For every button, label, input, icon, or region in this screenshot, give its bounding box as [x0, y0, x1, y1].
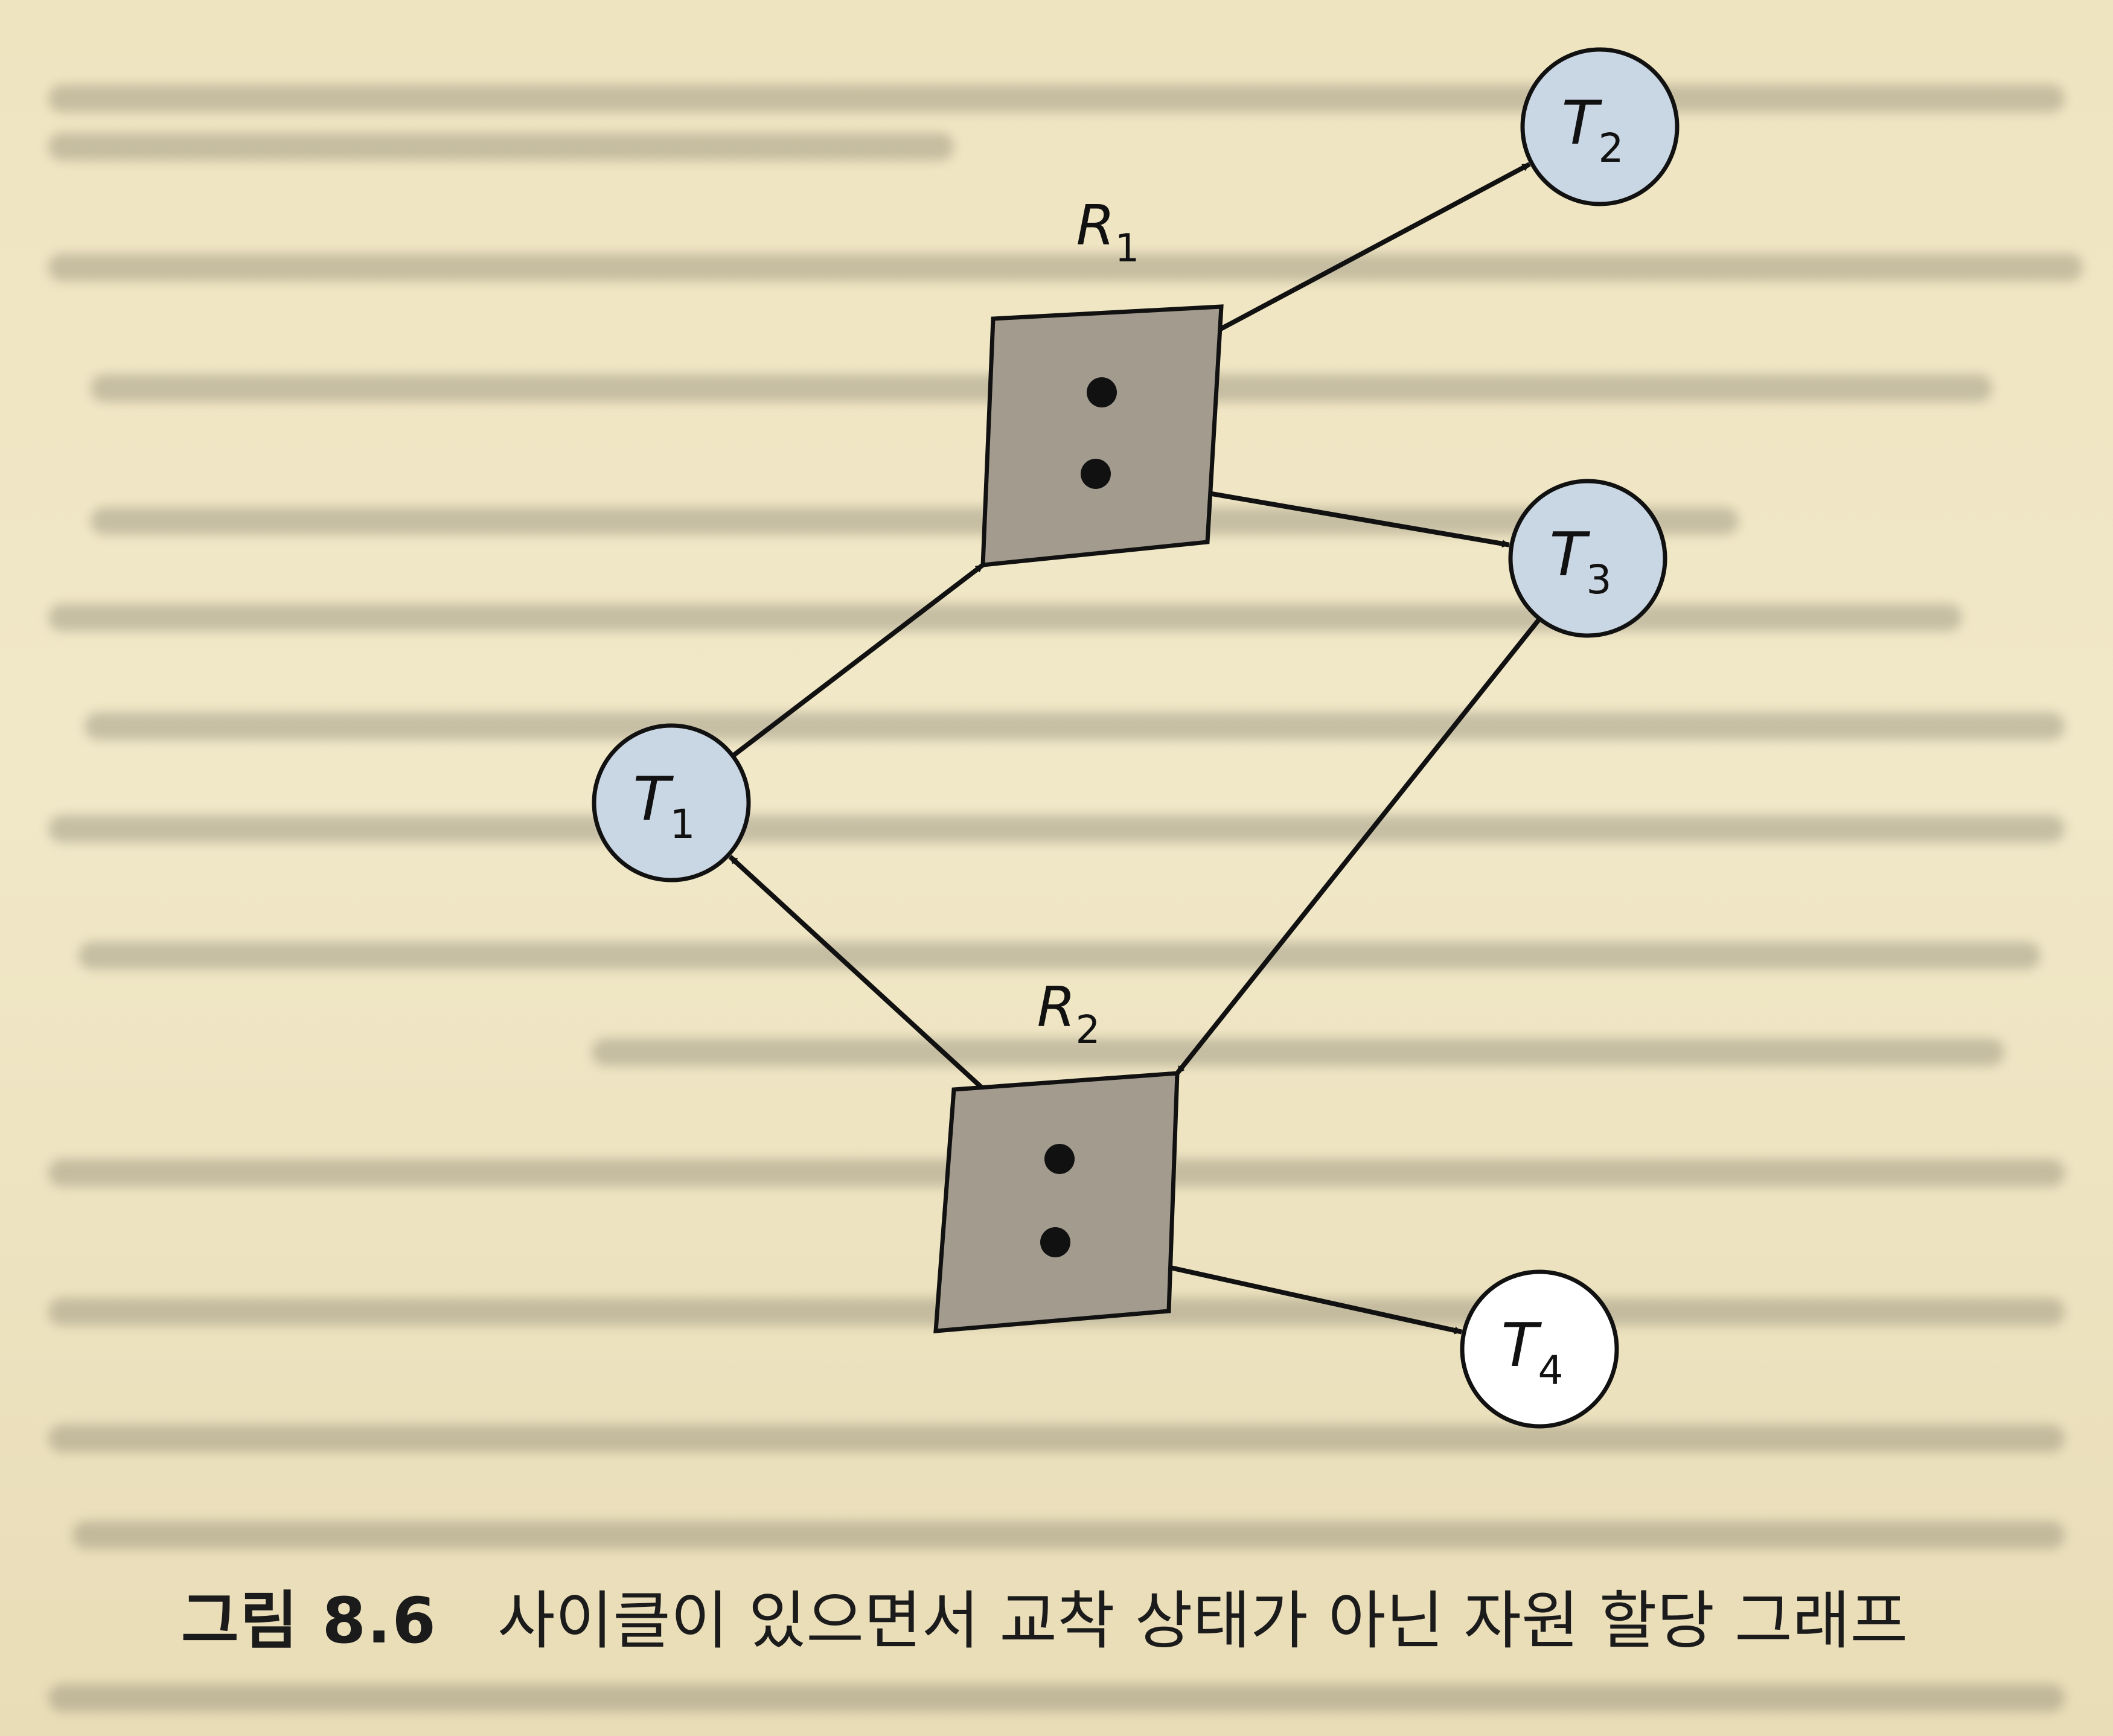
figure-caption-text: 사이클이 있으면서 교착 상태가 아닌 자원 할당 그래프 [497, 1583, 1908, 1658]
bleed-line [48, 254, 2083, 281]
resource-box [933, 1071, 1180, 1333]
bleed-line [72, 1521, 2065, 1549]
resource-r1: R1 [980, 193, 1224, 567]
thread-label-subscript: 2 [1599, 125, 1624, 171]
thread-label-subscript: 1 [670, 801, 695, 847]
resource-label-subscript: 2 [1076, 1008, 1101, 1053]
thread-label: T2 [1561, 88, 1623, 171]
bleed-line [48, 1684, 2065, 1712]
thread-node [1508, 479, 1667, 638]
thread-node [592, 723, 751, 882]
resource-label-name: R [1076, 193, 1115, 258]
thread-label: T3 [1549, 519, 1611, 603]
request-edge-2 [731, 563, 985, 758]
resource-instance-dot [1081, 459, 1111, 489]
thread-label-name: T [1501, 1310, 1542, 1380]
thread-t4: T4 [1460, 1269, 1619, 1429]
resource-label-subscript: 1 [1115, 226, 1140, 271]
bleed-line [48, 85, 2065, 112]
thread-t3: T3 [1508, 479, 1667, 638]
request-edge-3 [1175, 617, 1542, 1075]
thread-node [1520, 47, 1680, 206]
thread-label: T4 [1501, 1310, 1563, 1394]
thread-node [1460, 1269, 1619, 1429]
resource-instance-dot [1044, 1144, 1075, 1174]
resource-label: R2 [1037, 975, 1101, 1053]
bleed-line [48, 815, 2065, 843]
resource-label-name: R [1037, 975, 1076, 1039]
figure-caption: 그림 8.6 사이클이 있으면서 교착 상태가 아닌 자원 할당 그래프 [181, 1569, 2053, 1660]
thread-label-subscript: 4 [1538, 1347, 1564, 1394]
resource-r2: R2 [933, 975, 1180, 1333]
thread-label: T1 [633, 764, 695, 847]
bleed-line [48, 133, 954, 161]
figure-label: 그림 8.6 [181, 1583, 437, 1658]
thread-t1: T1 [592, 723, 751, 882]
thread-label-name: T [1561, 88, 1602, 158]
bleed-line [78, 942, 2041, 969]
resource-label: R1 [1076, 193, 1140, 271]
bleed-line [48, 1425, 2065, 1452]
resource-instance-dot [1087, 377, 1117, 407]
bleed-line [592, 1038, 2004, 1066]
thread-label-subscript: 3 [1587, 557, 1612, 603]
thread-t2: T2 [1520, 47, 1680, 206]
resource-instance-dot [1040, 1227, 1070, 1257]
thread-label-name: T [1549, 519, 1590, 590]
bleed-line [91, 507, 1739, 535]
thread-label-name: T [633, 764, 674, 834]
resource-box [980, 304, 1224, 567]
bleed-line [85, 712, 2065, 740]
